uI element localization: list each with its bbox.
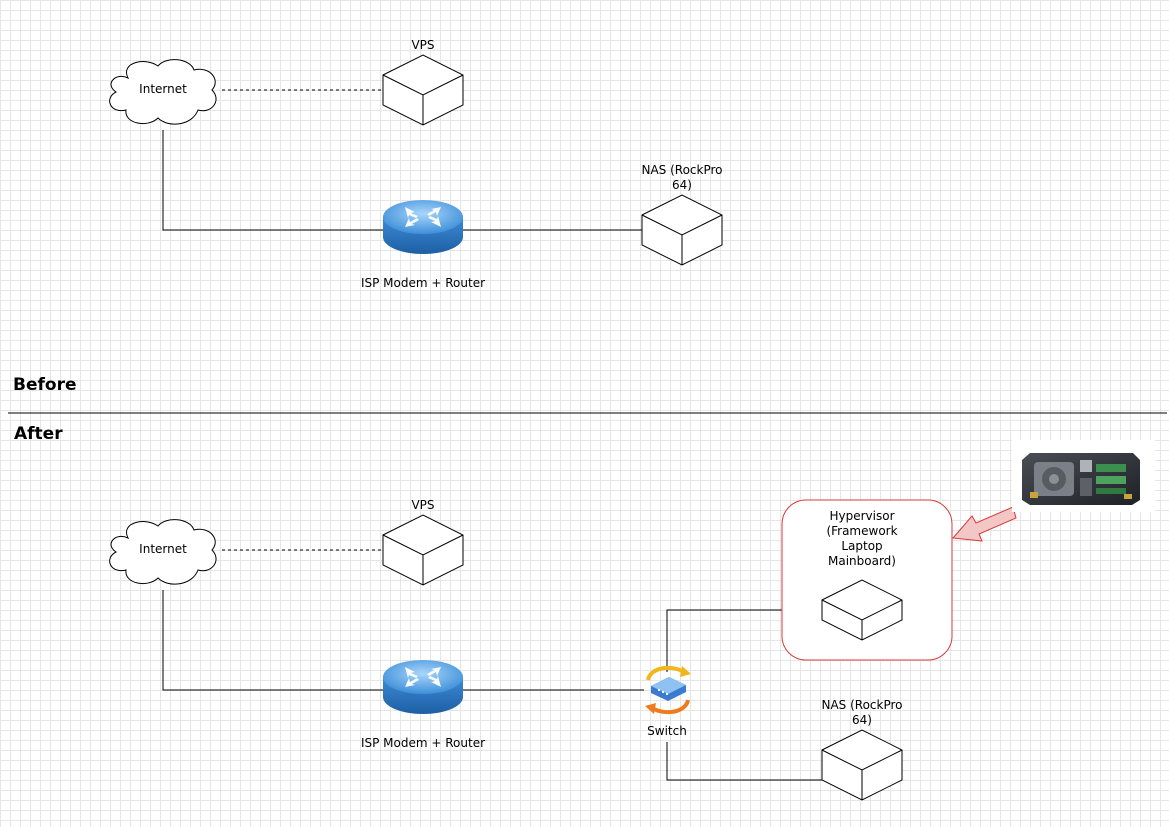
before-internet-label: Internet [139, 82, 187, 96]
before-connectors [162, 89, 642, 231]
router-icon [383, 200, 463, 254]
switch-icon [645, 665, 691, 715]
pointer-arrow-icon [951, 506, 1017, 542]
vps-server-icon [382, 514, 464, 586]
switch-nas-link [666, 742, 822, 781]
switch-hypervisor-link [666, 609, 822, 672]
internet-cloud-icon [109, 59, 217, 125]
hypervisor-server-icon [821, 579, 903, 641]
nas-server-icon [821, 729, 903, 801]
nas-server-icon [641, 194, 723, 266]
before-vps-label: VPS [411, 38, 435, 52]
after-internet-label: Internet [139, 542, 187, 556]
switch-label: Switch [647, 724, 687, 738]
internet-router-link [162, 590, 383, 691]
before-router-label: ISP Modem + Router [360, 276, 486, 290]
framework-mainboard-photo [1012, 440, 1155, 512]
hypervisor-label: Hypervisor (Framework Laptop Mainboard) [826, 509, 898, 568]
after-nas-label: NAS (RockPro 64) [821, 698, 903, 727]
internet-router-link [162, 130, 383, 231]
before-section-title: Before [13, 375, 77, 395]
router-icon [383, 660, 463, 714]
vps-server-icon [382, 54, 464, 126]
internet-cloud-icon [109, 519, 217, 585]
after-section-title: After [14, 424, 63, 444]
before-nas-label: NAS (RockPro 64) [641, 163, 723, 192]
after-vps-label: VPS [411, 498, 435, 512]
after-router-label: ISP Modem + Router [360, 736, 486, 750]
after-connectors [162, 549, 822, 781]
